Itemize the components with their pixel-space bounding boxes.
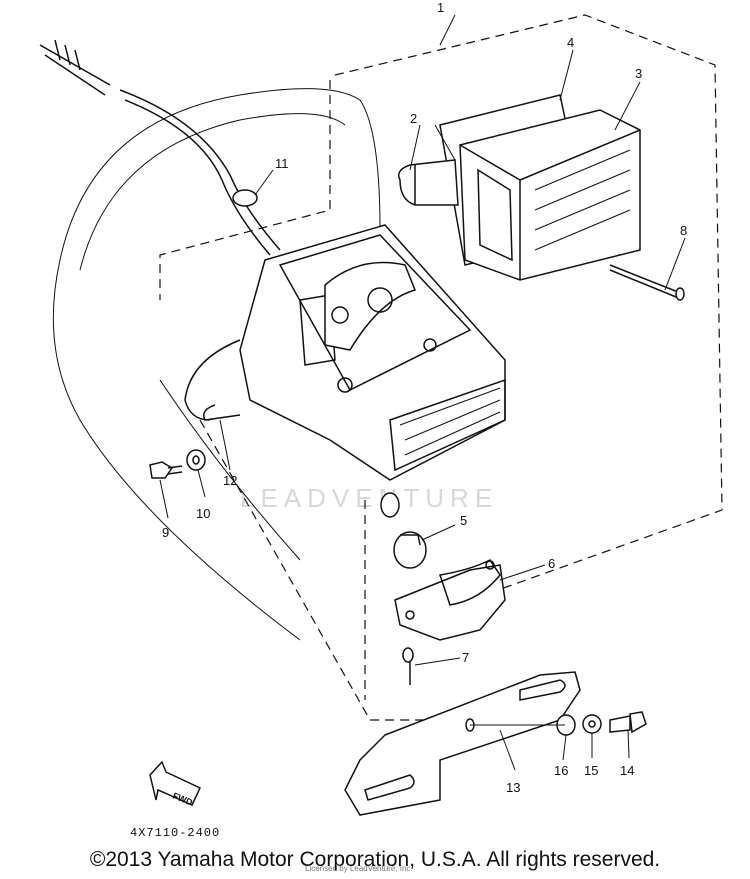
lens-assembly — [398, 94, 641, 281]
screw-7 — [402, 647, 414, 685]
watermark-text: LEADVENTURE — [240, 483, 498, 513]
bulb-5 — [393, 531, 427, 569]
part-label-11: 11 — [275, 156, 289, 171]
part-label-4: 4 — [567, 35, 574, 50]
copyright-notice: ©2013 Yamaha Motor Corporation, U.S.A. A… — [89, 848, 661, 871]
assembly-boundary-1 — [159, 14, 723, 721]
figure-code: 4X7110-2400 — [130, 826, 220, 840]
part-label-14: 14 — [620, 763, 634, 778]
part-label-6: 6 — [548, 556, 555, 571]
part-label-1: 1 — [437, 0, 444, 15]
lamp-cover-6 — [394, 559, 506, 641]
fender-outline — [52, 88, 381, 641]
part-label-8: 8 — [680, 223, 687, 238]
part-label-10: 10 — [196, 506, 210, 521]
watermark-small-text: Licensed by LeadVenture, Inc. — [305, 864, 413, 873]
bolt-14 — [609, 711, 647, 734]
nut-15 — [582, 714, 602, 734]
part-label-15: 15 — [584, 763, 598, 778]
license-bracket-13 — [344, 671, 581, 816]
part-label-9: 9 — [162, 525, 169, 540]
part-label-2: 2 — [410, 111, 417, 126]
screw-8 — [609, 264, 685, 301]
part-label-5: 5 — [460, 513, 467, 528]
bolt-9 — [149, 461, 183, 479]
washer-10 — [186, 449, 206, 471]
wiring-harness — [39, 39, 281, 421]
part-label-3: 3 — [635, 66, 642, 81]
part-label-13: 13 — [506, 780, 520, 795]
part-label-7: 7 — [462, 650, 469, 665]
fwd-arrow-icon — [149, 760, 201, 806]
leader-lines — [159, 49, 686, 771]
part-label-12: 12 — [223, 473, 237, 488]
part-label-16: 16 — [554, 763, 568, 778]
taillight-housing — [203, 224, 506, 518]
